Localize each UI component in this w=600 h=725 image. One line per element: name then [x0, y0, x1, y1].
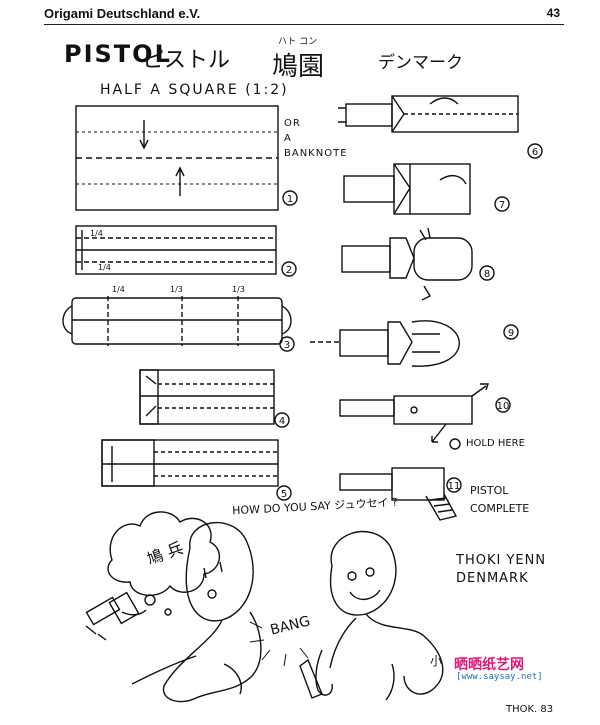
step-2-number: 2	[286, 265, 292, 276]
step-1-number: 1	[287, 194, 293, 205]
watermark-site-name: 晒晒纸艺网	[454, 654, 524, 674]
watermark-url: [www.saysay.net]	[456, 672, 543, 682]
step-9-number: 9	[508, 328, 514, 339]
step-3-diagram	[63, 296, 294, 351]
cartoon-right-character	[300, 532, 443, 700]
credit: THOKI YENN DENMARK	[456, 552, 546, 588]
pistol-complete-line-1: PISTOL	[470, 482, 529, 500]
step-3-fraction-c: 1/3	[232, 285, 245, 294]
step-11-diagram	[340, 468, 461, 520]
step-7-number: 7	[499, 200, 505, 211]
pistol-complete-note: PISTOL COMPLETE	[470, 482, 529, 518]
step-8-diagram	[342, 228, 494, 300]
pistol-complete-line-2: COMPLETE	[470, 500, 529, 518]
step-9-diagram	[310, 321, 518, 366]
hold-here-note: HOLD HERE	[466, 438, 525, 449]
step-3-fraction-b: 1/3	[170, 285, 183, 294]
credit-line-1: THOKI YENN	[456, 552, 546, 570]
credit-line-2: DENMARK	[456, 570, 546, 588]
step-5-diagram	[102, 440, 291, 500]
step-10-number: 10	[497, 401, 510, 412]
watermark-badge: 小	[430, 652, 442, 669]
step-7-diagram	[344, 164, 509, 214]
cartoon-pistol	[86, 593, 146, 640]
step-1-diagram	[76, 106, 297, 210]
step-4-diagram	[140, 370, 289, 427]
step-3-number: 3	[284, 340, 290, 351]
step-4-number: 4	[279, 416, 285, 427]
step-5-number: 5	[281, 489, 287, 500]
step-3-fraction-a: 1/4	[112, 285, 125, 294]
step-11-number: 11	[448, 481, 461, 492]
signature: THOK. 83	[506, 704, 553, 715]
step-2-fraction-bottom: 1/4	[98, 263, 111, 272]
step-6-number: 6	[532, 147, 538, 158]
step-6-diagram	[338, 96, 542, 158]
step-2-fraction-top: 1/4	[90, 229, 103, 238]
step-8-number: 8	[484, 269, 490, 280]
